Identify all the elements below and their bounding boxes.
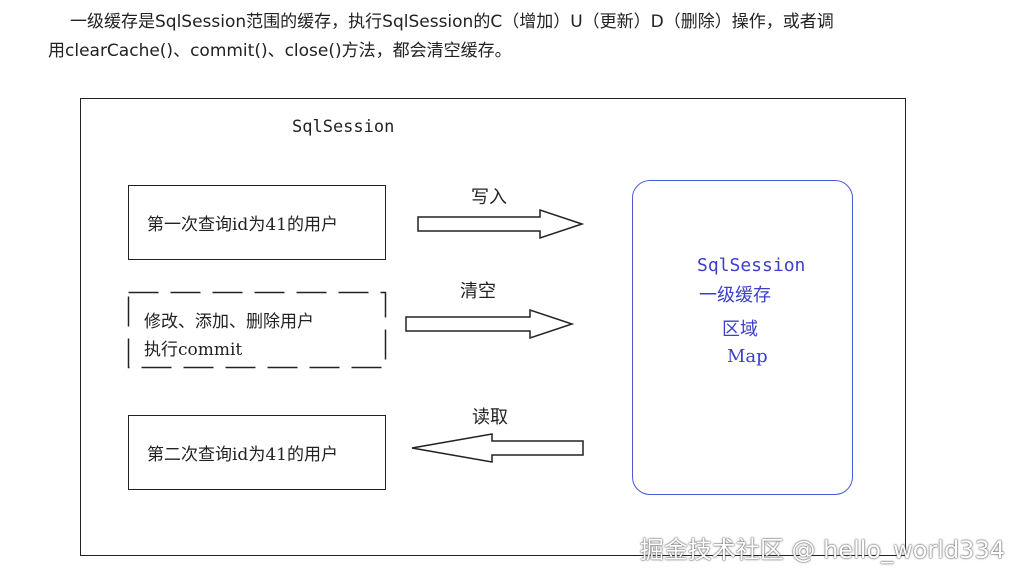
second-query-box: 第二次查询id为41的用户 xyxy=(128,415,386,490)
intro-line-2: 用clearCache()、commit()、close()方法，都会清空缓存。 xyxy=(48,41,512,61)
arrow-label-read: 读取 xyxy=(472,407,508,428)
cache-region-box xyxy=(632,180,853,495)
modify-line-2: 执行commit xyxy=(144,340,243,360)
cache-label-level1: 一级缓存 xyxy=(699,285,771,306)
session-title: SqlSession xyxy=(292,117,395,137)
modify-box: 修改、添加、删除用户 执行commit xyxy=(128,292,386,368)
intro-line: 用clearCache()、commit()、close()方法，都会清空缓存。 xyxy=(48,37,968,66)
intro-line-1: 一级缓存是SqlSession范围的缓存，执行SqlSession的C（增加）U… xyxy=(70,12,834,32)
intro-paragraph: 一级缓存是SqlSession范围的缓存，执行SqlSession的C（增加）U… xyxy=(48,8,968,66)
second-query-label: 第二次查询id为41的用户 xyxy=(147,445,338,465)
cache-label-region: 区域 xyxy=(722,319,758,340)
arrow-label-clear: 清空 xyxy=(460,281,496,302)
watermark: 掘金技术社区 @ hello_world334 xyxy=(639,536,1005,564)
arrow-label-write: 写入 xyxy=(471,187,507,208)
first-query-box: 第一次查询id为41的用户 xyxy=(128,185,386,260)
diagram-frame xyxy=(80,98,906,556)
first-query-label: 第一次查询id为41的用户 xyxy=(147,215,338,235)
cache-label-map: Map xyxy=(727,346,768,367)
cache-label-session: SqlSession xyxy=(697,255,806,276)
intro-line: 一级缓存是SqlSession范围的缓存，执行SqlSession的C（增加）U… xyxy=(48,8,968,37)
modify-line-1: 修改、添加、删除用户 xyxy=(144,312,314,332)
